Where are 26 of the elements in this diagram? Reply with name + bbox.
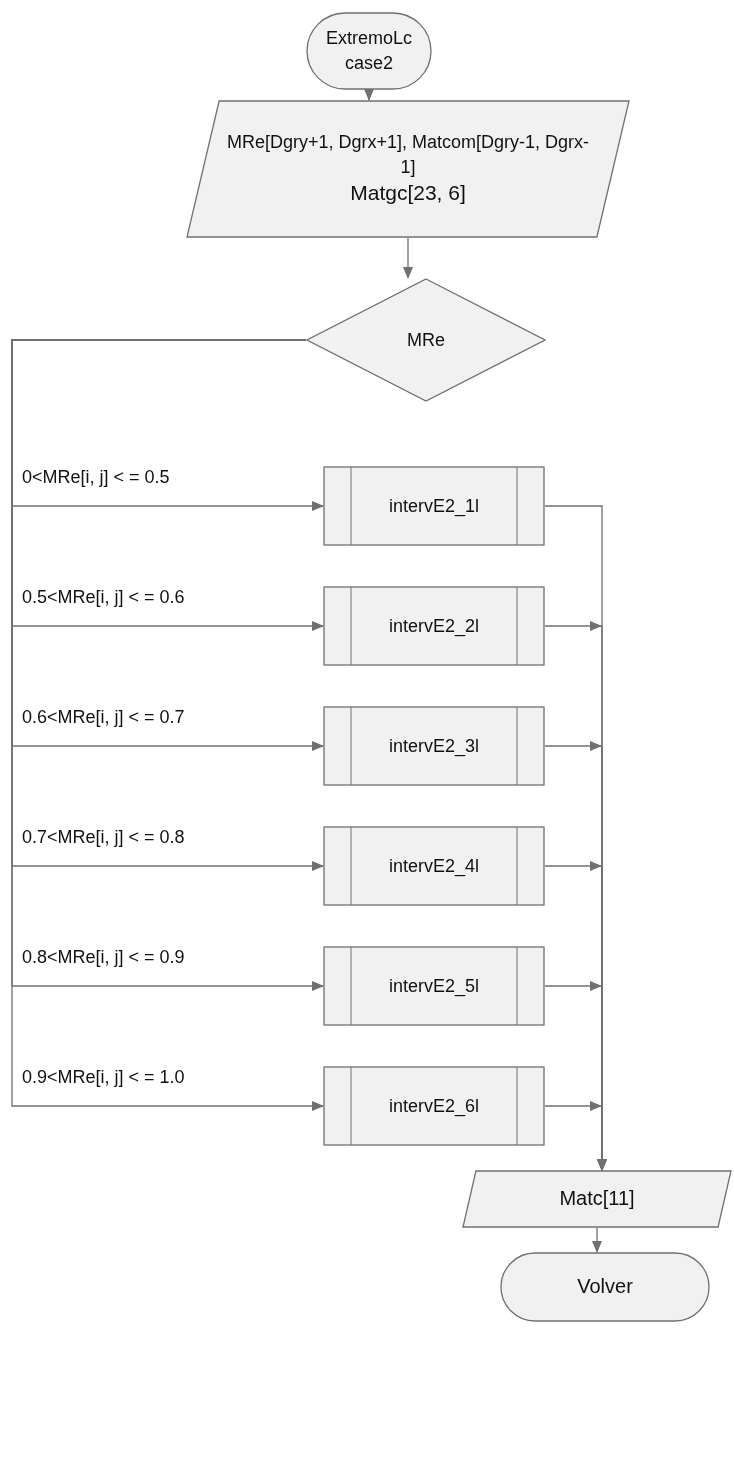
input-parallelogram bbox=[186, 100, 630, 238]
subprocess-box bbox=[323, 466, 545, 546]
node-text: intervE2_5l bbox=[388, 974, 480, 999]
node-text: intervE2_3l bbox=[388, 734, 480, 759]
node-text: intervE2_6l bbox=[388, 1094, 480, 1119]
node-text: intervE2_1l bbox=[388, 494, 480, 519]
subprocess-box bbox=[323, 826, 545, 906]
output-parallelogram bbox=[462, 1170, 732, 1228]
connector-arrow bbox=[592, 1227, 602, 1253]
connector-arrow bbox=[11, 339, 324, 1111]
node-text: ExtremoLc case2 bbox=[325, 27, 413, 75]
node-text: intervE2_2l bbox=[388, 614, 480, 639]
node-text: intervE2_4l bbox=[388, 854, 480, 879]
decision-diamond bbox=[306, 278, 546, 402]
node-text: MRe[Dgry+1, Dgrx+1], Matcom[Dgry-1, Dgrx-1] bbox=[226, 130, 590, 179]
node-text: Matc[11] bbox=[559, 1186, 635, 1212]
subprocess-box bbox=[323, 586, 545, 666]
node-text: MRe bbox=[407, 328, 445, 352]
subprocess-box bbox=[323, 706, 545, 786]
connector-arrow bbox=[364, 89, 374, 101]
connector-arrow bbox=[403, 237, 413, 279]
node-text: Volver bbox=[577, 1274, 633, 1300]
subprocess-box bbox=[323, 1066, 545, 1146]
node-text: Matgc[23, 6] bbox=[350, 180, 466, 207]
connector-arrow bbox=[544, 1105, 607, 1171]
subprocess-box bbox=[323, 946, 545, 1026]
